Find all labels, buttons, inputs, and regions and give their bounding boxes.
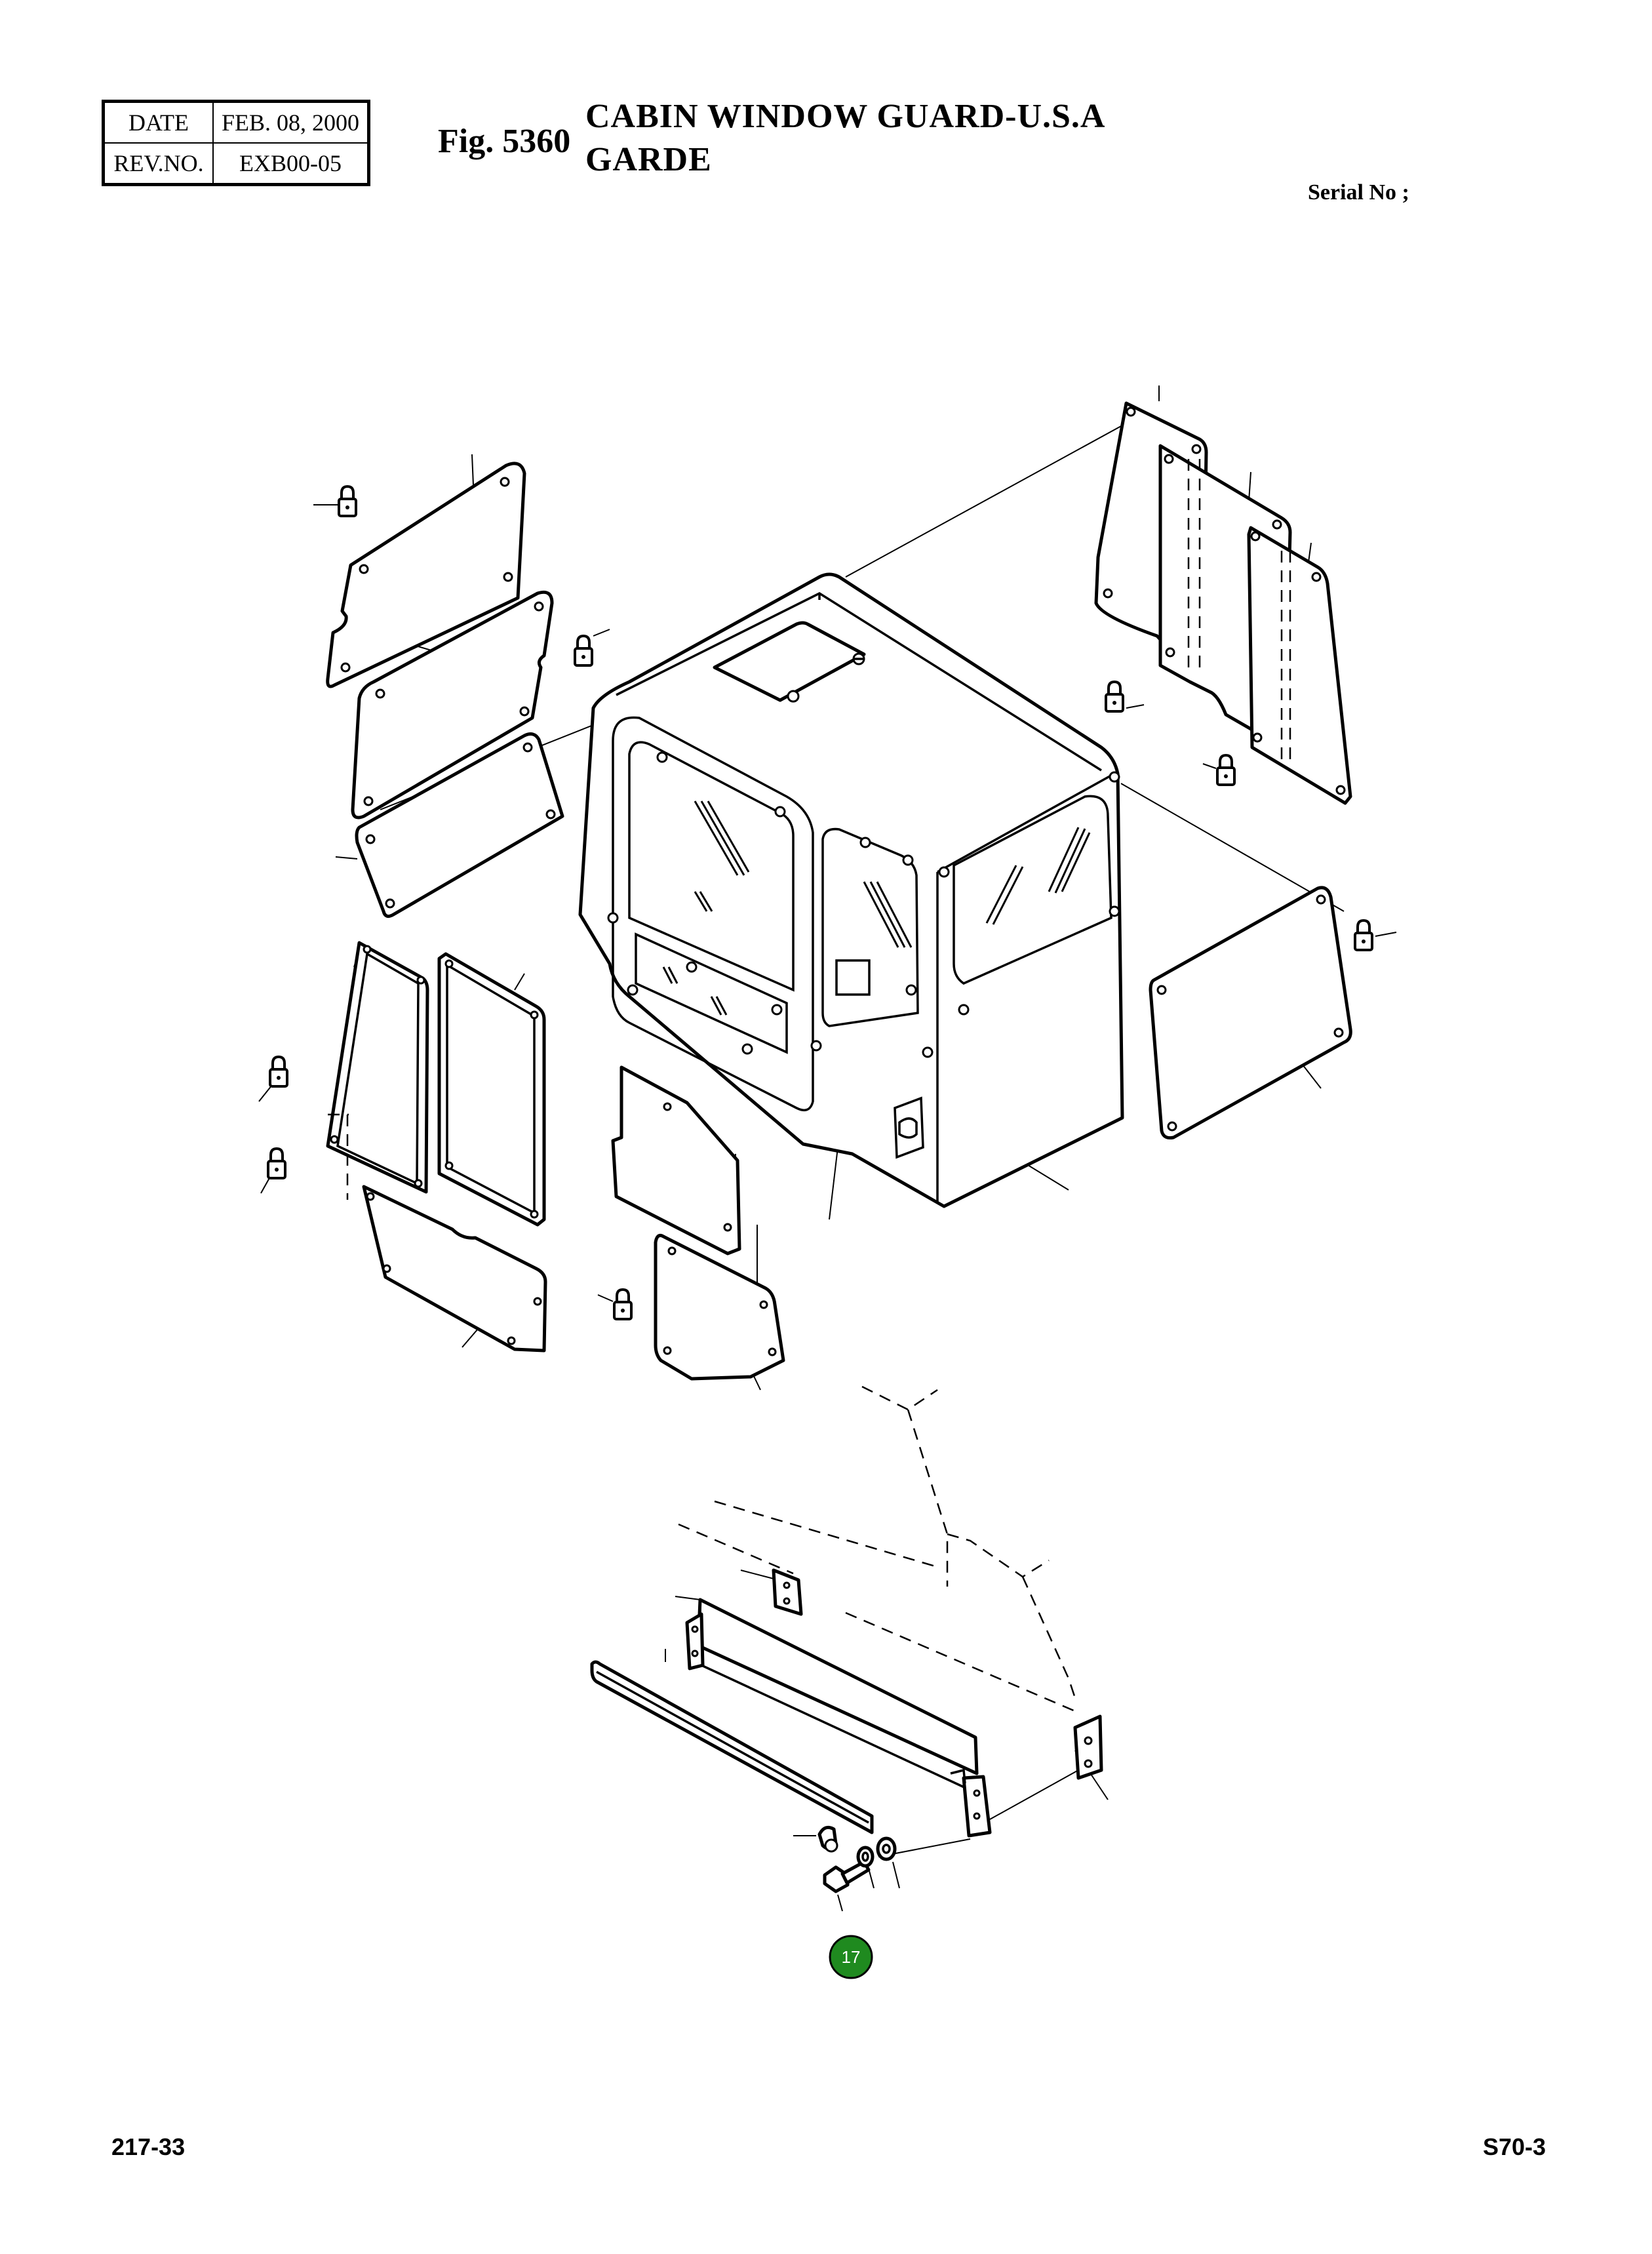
date-value: FEB. 08, 2000 bbox=[212, 100, 370, 144]
callout-badge-circle[interactable] bbox=[829, 1935, 873, 1979]
date-label: DATE bbox=[102, 100, 214, 144]
lock-washer-icon bbox=[856, 1846, 875, 1889]
padlock-icon bbox=[1354, 919, 1373, 951]
guard-panel-left-1 bbox=[326, 941, 429, 1200]
guard-panel-left-2 bbox=[437, 952, 546, 1227]
guard-panel-door-lower bbox=[654, 1234, 785, 1391]
callout-badge-17[interactable]: 17 bbox=[829, 1935, 873, 1979]
callout-badge-label[interactable]: 17 bbox=[842, 1947, 861, 1967]
guard-panel-upper-1 bbox=[326, 454, 526, 688]
padlock-icon bbox=[1216, 754, 1236, 786]
padlock-icon bbox=[1105, 681, 1124, 713]
guard-panel-upper-2 bbox=[351, 590, 554, 820]
padlock-icon bbox=[338, 485, 357, 517]
wing-nut-icon bbox=[817, 1825, 838, 1853]
cabin-bolts bbox=[607, 751, 1120, 1058]
hardware bbox=[793, 1825, 900, 1912]
revision-row: REV.NO. EXB00-05 bbox=[102, 142, 370, 186]
serial-number-label: Serial No ; bbox=[1308, 180, 1409, 205]
flat-washer-icon bbox=[876, 1836, 900, 1889]
revision-label: REV.NO. bbox=[102, 142, 214, 186]
padlock-icon bbox=[574, 635, 593, 667]
figure-title-line-2: GARDE bbox=[585, 141, 712, 178]
revision-value: EXB00-05 bbox=[212, 142, 370, 186]
guard-panel-upper-3 bbox=[335, 732, 564, 919]
padlock-icon bbox=[269, 1056, 288, 1088]
padlock-icon bbox=[267, 1147, 286, 1179]
cabin-body bbox=[360, 425, 1345, 1220]
footer-page-code-left: 217-33 bbox=[111, 2133, 186, 2160]
footer-page-code-right: S70-3 bbox=[1483, 2133, 1546, 2160]
figure-number: Fig. 5360 bbox=[438, 123, 571, 160]
figure-title-line-1: CABIN WINDOW GUARD-U.S.A bbox=[585, 98, 1106, 135]
padlock-icon bbox=[613, 1288, 633, 1320]
guard-panel-left-3 bbox=[362, 1185, 547, 1353]
bolt-icon bbox=[823, 1860, 871, 1912]
date-row: DATE FEB. 08, 2000 bbox=[102, 100, 370, 144]
guard-panel-rear bbox=[1149, 886, 1352, 1139]
guard-panel-right-3 bbox=[1247, 526, 1352, 805]
lower-guard-assembly bbox=[590, 1568, 1109, 1857]
revision-table: DATE FEB. 08, 2000 REV.NO. EXB00-05 bbox=[102, 100, 371, 186]
machine-outline-dashed bbox=[678, 1385, 1076, 1712]
padlocks bbox=[258, 485, 1397, 1320]
guard-panel-door-upper bbox=[611, 1065, 758, 1301]
